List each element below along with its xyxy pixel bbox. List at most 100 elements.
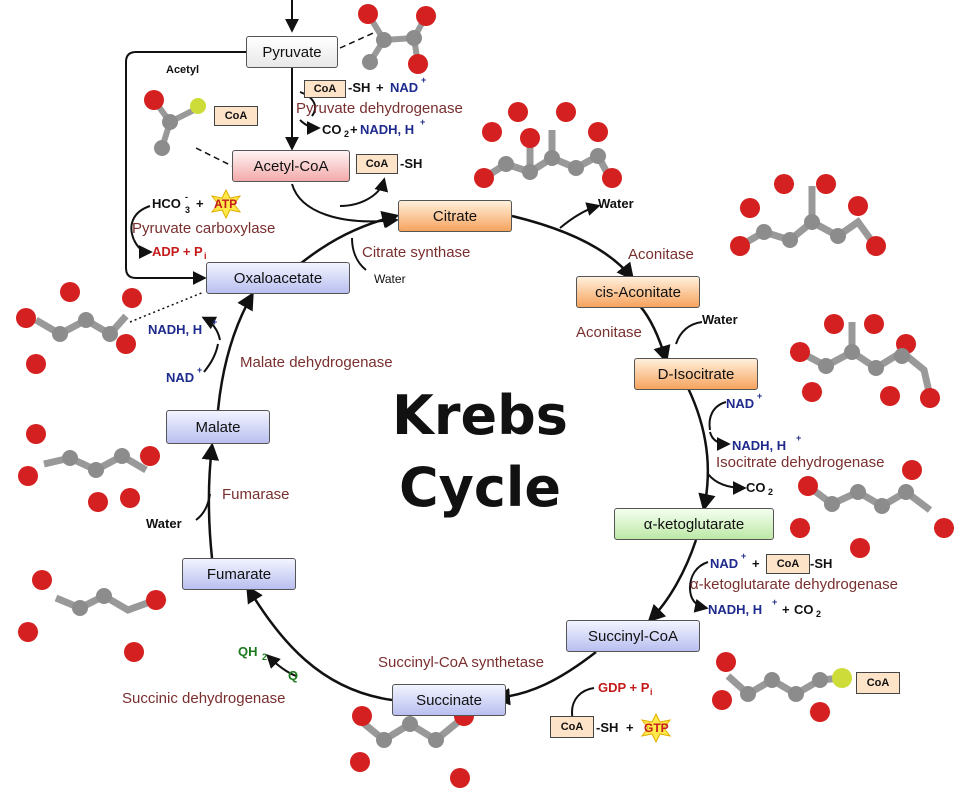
akgdh-sh: -SH <box>810 556 833 571</box>
idh-nadh: NADH, H <box>732 438 787 453</box>
arc-succinate-to-fumarate <box>246 585 393 702</box>
enzyme-succinic-dehydrogenase: Succinic dehydrogenase <box>122 690 286 707</box>
scs-sh: -SH <box>596 720 619 735</box>
acetyl-coa-box: Acetyl-CoA <box>232 150 350 182</box>
enzyme-aconitase-1: Aconitase <box>628 246 694 263</box>
scs-plus: + <box>626 720 634 735</box>
gtp-star-shape <box>640 712 672 744</box>
pdh-coa-tag: CoA <box>304 80 346 98</box>
arc-cisaconitate-to-isocitrate <box>639 305 671 364</box>
pdh-co2-sub: 2 <box>344 129 350 139</box>
arc-succinylcoa-to-succinate <box>492 651 597 706</box>
molecule-fumarate <box>18 570 166 662</box>
arrow-water-aconitase-in <box>675 321 703 345</box>
oxaloacetate-box: Oxaloacetate <box>206 262 350 294</box>
succinyl-molecule-coa-tag: CoA <box>856 672 900 694</box>
molecule-acetyl <box>144 90 206 156</box>
molecule-succinate <box>350 706 474 788</box>
qh2: QH <box>238 644 258 659</box>
leader-oxaloacetate <box>129 291 205 323</box>
malate-box: Malate <box>166 410 270 444</box>
pdh-plus: + <box>376 80 384 95</box>
water-aconitase-out: Water <box>598 196 634 211</box>
arc-akg-to-succinylcoa <box>647 539 698 623</box>
fumarate-box: Fumarate <box>182 558 296 590</box>
citrate-synthase-sh: -SH <box>400 156 423 171</box>
mdh-nadh: NADH, H <box>148 322 203 337</box>
diagram-title-line1: Krebs <box>392 384 568 447</box>
gdp-pi: GDP + P <box>598 680 650 695</box>
citrate-synthase-coa-tag: CoA <box>356 154 398 174</box>
water-citrate-synthase: Water <box>374 272 406 286</box>
molecule-cis-aconitate <box>730 174 886 256</box>
akgdh-nad: NAD <box>710 556 739 571</box>
pdh-co2: CO <box>322 122 342 137</box>
adp-pi: ADP + P <box>152 244 203 259</box>
arrow-coash-release <box>339 177 389 207</box>
enzyme-succinyl-coa-synthetase: Succinyl-CoA synthetase <box>378 654 544 671</box>
arrow-co2-out <box>299 119 321 135</box>
arrow-nad-isocitrate-in <box>708 401 727 431</box>
arc-isocitrate-to-akg <box>686 387 716 512</box>
akgdh-nadh: NADH, H <box>708 602 763 617</box>
arrow-qh2-out <box>266 654 297 677</box>
arrow-water-fumarase-in <box>195 493 211 521</box>
akgdh-plus: + <box>752 556 760 571</box>
enzyme-malate-dehydrogenase: Malate dehydrogenase <box>240 354 393 371</box>
arrow-nadh-isocitrate-out <box>709 431 731 451</box>
arrow-nad-in <box>299 91 317 117</box>
dashed-leaders <box>129 29 381 323</box>
cis-aconitate-box: cis-Aconitate <box>576 276 700 308</box>
q: Q <box>288 668 299 683</box>
diagram-title-line2: Cycle <box>399 456 561 519</box>
leader-pyruvate <box>339 29 381 49</box>
idh-co2-sub: 2 <box>768 487 774 497</box>
arrow-pyruvate-to-oxaloacetate <box>125 51 246 285</box>
arc-malate-to-oxaloacetate <box>216 291 254 411</box>
citrate-box: Citrate <box>398 200 512 232</box>
pdh-plus2: + <box>350 122 358 137</box>
entry-arrows <box>125 0 747 730</box>
enzyme-akg-dehydrogenase: α-ketoglutarate dehydrogenase <box>690 576 898 593</box>
mdh-nadh-sup: + <box>212 317 218 327</box>
pdh-nadh-sup: + <box>420 117 426 127</box>
arrow-nad-malate-in <box>203 343 219 373</box>
molecule-isocitrate <box>790 314 940 408</box>
pyruvate-box: Pyruvate <box>246 36 338 68</box>
akgdh-co2-sub: 2 <box>816 609 822 619</box>
arc-citrate-to-cisaconitate <box>511 214 635 281</box>
arrow-adp-out <box>133 239 153 259</box>
akgdh-nad-sup: + <box>741 551 747 561</box>
idh-co2: CO <box>746 480 766 495</box>
hco3-sub: 3 <box>185 205 191 215</box>
arrow-nadh-malate-out <box>201 316 221 341</box>
alpha-ketoglutarate-box: α-ketoglutarate <box>614 508 774 540</box>
leader-acetyl <box>195 147 233 167</box>
akgdh-nadh-sup: + <box>772 597 778 607</box>
enzyme-pyruvate-dehydrogenase: Pyruvate dehydrogenase <box>296 100 463 117</box>
hco3: HCO <box>152 196 181 211</box>
arrow-co2-isocitrate-out <box>707 473 747 495</box>
enzyme-isocitrate-dehydrogenase: Isocitrate dehydrogenase <box>716 454 885 471</box>
molecule-citrate <box>474 102 622 188</box>
akgdh-plus2: + <box>782 602 790 617</box>
succinyl-coa-box: Succinyl-CoA <box>566 620 700 652</box>
enzyme-fumarase: Fumarase <box>222 486 290 503</box>
pdh-nad: NAD <box>390 80 419 95</box>
idh-nad: NAD <box>726 396 755 411</box>
pdh-nadh: NADH, H <box>360 122 415 137</box>
molecule-malate <box>18 424 160 512</box>
water-fumarase: Water <box>146 516 182 531</box>
idh-nadh-sup: + <box>796 433 802 443</box>
succinate-box: Succinate <box>392 684 506 716</box>
pdh-sh: -SH <box>348 80 371 95</box>
enzyme-citrate-synthase: Citrate synthase <box>362 244 471 261</box>
arrow-acetylcoa-to-citrate <box>291 183 399 229</box>
scs-coa-tag: CoA <box>550 716 594 738</box>
akgdh-co2: CO <box>794 602 814 617</box>
d-isocitrate-box: D-Isocitrate <box>634 358 758 390</box>
idh-nad-sup: + <box>757 391 763 401</box>
arrow-hco3-in <box>130 205 151 241</box>
